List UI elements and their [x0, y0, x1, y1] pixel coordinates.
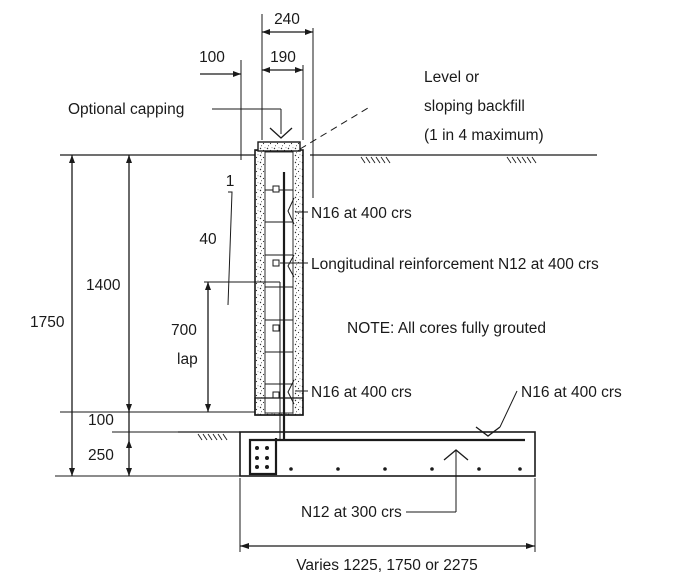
vertical-starter-bars [279, 172, 286, 440]
footing-bottom-bars [289, 467, 522, 471]
backfill-label-line3: (1 in 4 maximum) [424, 127, 544, 144]
longitudinal-bars [272, 185, 280, 399]
longitudinal-bar-label: Longitudinal reinforcement N12 at 400 cr… [311, 256, 599, 273]
backfill-label-line2: sloping backfill [424, 98, 525, 115]
backfill-label-line1: Level or [424, 69, 479, 86]
capping [257, 141, 301, 152]
kicker-height-label: 100 [88, 412, 114, 429]
footing-width-label: Varies 1225, 1750 or 2275 [296, 557, 478, 574]
lower-bar-label: N16 at 400 crs [311, 384, 412, 401]
capping-label: Optional capping [68, 101, 184, 118]
corner-bars [255, 446, 269, 469]
leaders [212, 107, 518, 513]
batter-rise-label: 1 [226, 173, 235, 190]
batter-run-label: 40 [199, 231, 217, 248]
top-dimensions [200, 14, 314, 198]
footing-thickness-label: 250 [88, 447, 114, 464]
ground-lines [60, 154, 597, 433]
footing-top-bar [248, 438, 525, 476]
upper-bar-label: N16 at 400 crs [311, 205, 412, 222]
left-dimensions [55, 155, 280, 477]
lap-length-label: 700 [171, 322, 197, 339]
offset-label: 100 [199, 49, 225, 66]
bar-chevrons [287, 197, 295, 405]
bottom-dimension [239, 478, 536, 552]
footing-top-bar-label: N16 at 400 crs [521, 384, 622, 401]
footing-bottom-bar-label: N12 at 300 crs [301, 504, 402, 521]
height-to-footing-label: 1400 [86, 277, 121, 294]
wall-width-label: 240 [274, 11, 300, 28]
lap-word-label: lap [177, 351, 198, 368]
grouting-note: NOTE: All cores fully grouted [347, 320, 546, 337]
total-height-label: 1750 [30, 314, 65, 331]
block-width-label: 190 [270, 49, 296, 66]
kicker-block [254, 397, 304, 416]
ground-hatching [197, 156, 537, 441]
batter-indicator [227, 191, 233, 306]
